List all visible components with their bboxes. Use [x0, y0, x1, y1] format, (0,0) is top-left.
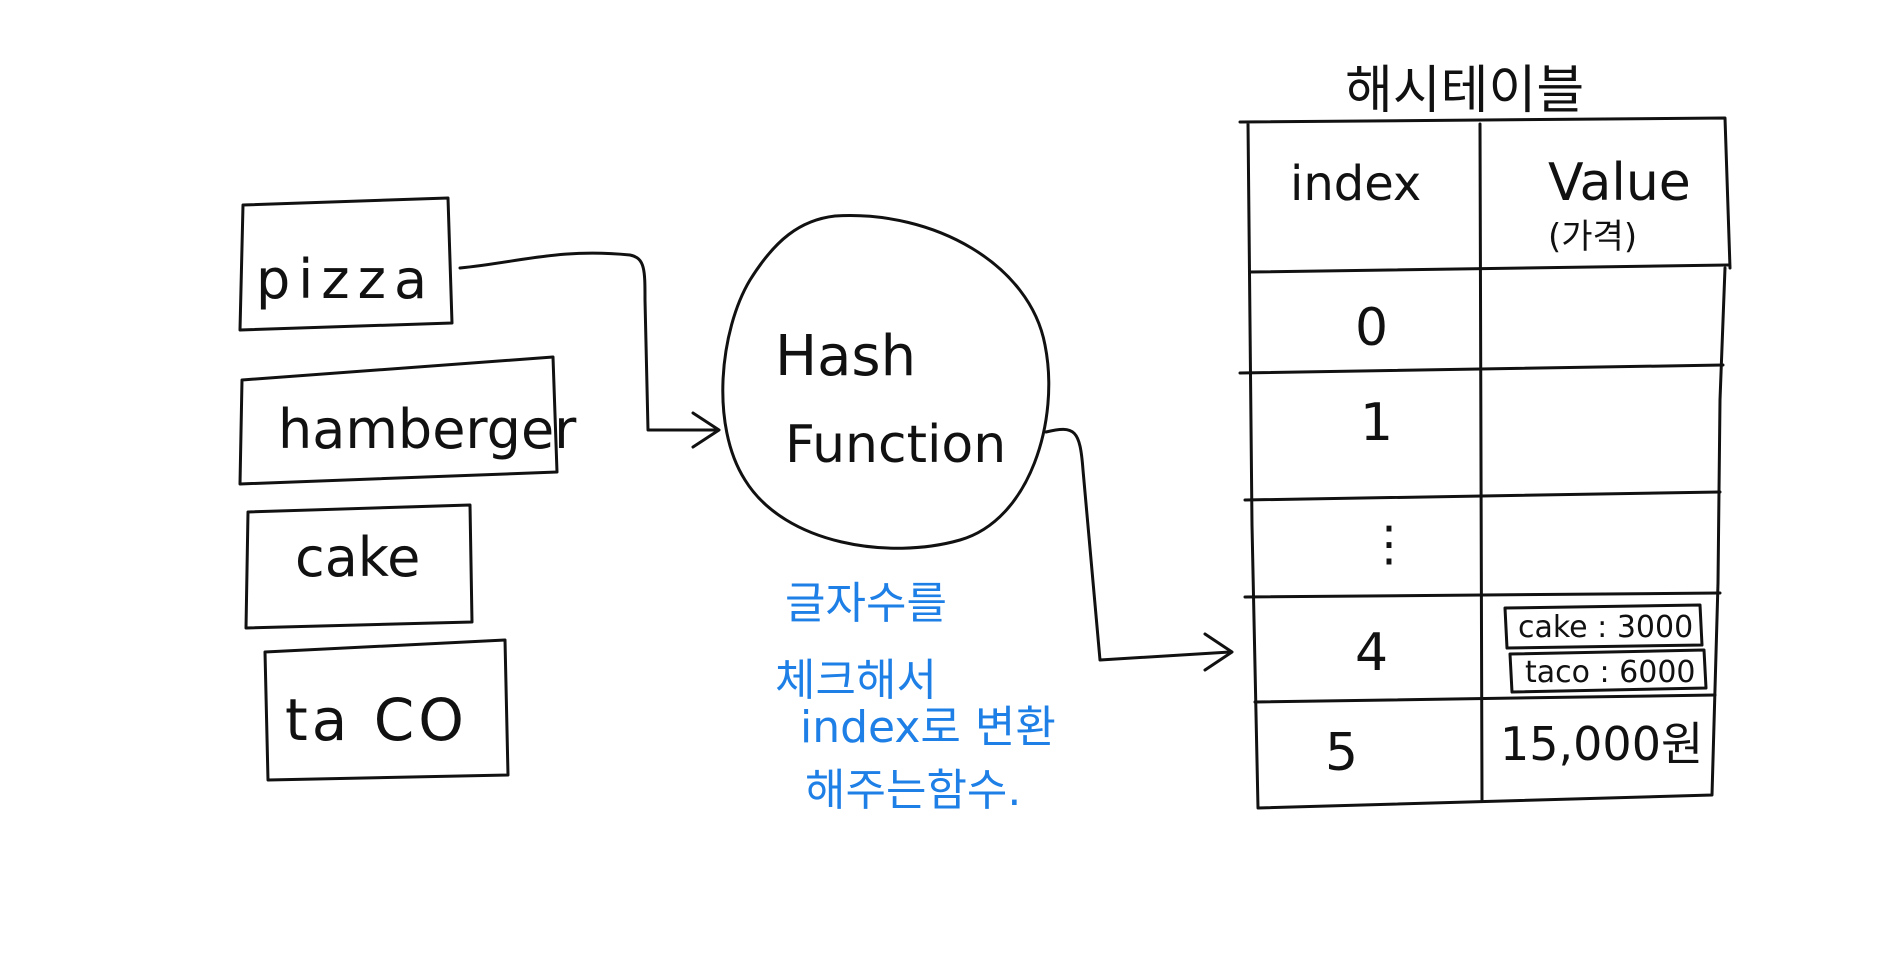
table-header-index: index [1290, 156, 1421, 212]
value-entry-box [1503, 603, 1704, 650]
key-label: pizza [256, 248, 435, 311]
table-row-divider [1243, 591, 1722, 599]
table-index-cell: ⋮ [1365, 516, 1413, 572]
hash-function-label: Hash [775, 324, 916, 389]
table-index-cell: 5 [1325, 723, 1358, 783]
key-label: hamberger [278, 398, 577, 461]
table-column-divider [1478, 122, 1484, 802]
table-row-divider [1248, 263, 1730, 274]
table-value-entry: taco : 6000 [1525, 655, 1696, 690]
table-frame [1238, 116, 1732, 810]
table-header-value-sub: (가격) [1548, 217, 1637, 257]
hash-function-note: 체크해서 [775, 655, 937, 706]
table-title: 해시테이블 [1345, 61, 1584, 121]
table-value-entry: cake : 3000 [1518, 610, 1693, 645]
arrow-key-to-hash [458, 251, 720, 432]
hash-function-label: Function [785, 415, 1006, 475]
table-index-cell: 4 [1355, 623, 1388, 683]
hash-function-note: index로 변환 [800, 702, 1056, 753]
hash-function-note: 글자수를 [785, 578, 947, 629]
key-label: ta CO [285, 686, 468, 754]
key-box-pizza [238, 196, 454, 332]
key-label: cake [295, 526, 420, 589]
arrow-key-to-hash-head [691, 411, 721, 449]
hash-function-circle [721, 214, 1051, 550]
key-box-taco [263, 638, 510, 782]
table-row-divider [1253, 693, 1717, 704]
key-box-cake [244, 503, 474, 630]
table-header-value: Value [1548, 153, 1691, 213]
arrow-hash-to-table-head [1203, 632, 1234, 672]
hash-function-note: 해주는함수. [805, 765, 1021, 816]
table-index-cell: 0 [1355, 298, 1388, 358]
table-index-cell: 1 [1360, 393, 1393, 453]
table-row-divider [1243, 490, 1722, 502]
table-value-entry: 15,000원 [1500, 717, 1703, 771]
key-box-hamberger [238, 355, 559, 486]
table-row-divider [1238, 363, 1725, 375]
value-entry-box [1508, 648, 1708, 694]
arrow-hash-to-table [1044, 427, 1232, 662]
